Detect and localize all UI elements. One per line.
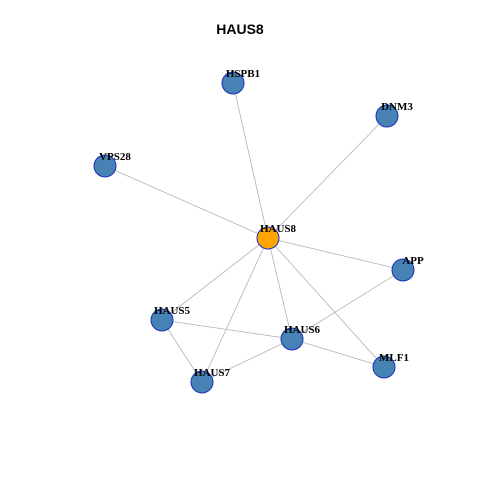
edge-haus8-mlf1 (267, 237, 385, 368)
node-circle[interactable] (280, 327, 304, 351)
node-circle[interactable] (190, 370, 214, 394)
node-haus7[interactable]: HAUS7 (190, 367, 231, 394)
node-circle[interactable] (391, 258, 415, 282)
node-circle[interactable] (150, 308, 174, 332)
edge-haus8-dnm3 (267, 115, 388, 239)
node-label: APP (402, 255, 424, 267)
node-label: VPS28 (99, 151, 131, 163)
node-label: HSPB1 (226, 68, 260, 80)
node-label: HAUS7 (194, 367, 231, 379)
edge-haus8-haus6 (267, 237, 293, 340)
edge-haus6-app (291, 269, 404, 340)
edge-haus5-haus7 (161, 319, 203, 383)
diagram-title: HAUS8 (216, 21, 264, 37)
node-mlf1[interactable]: MLF1 (372, 352, 409, 379)
node-circle[interactable] (372, 355, 396, 379)
node-vps28[interactable]: VPS28 (93, 151, 131, 178)
edge-haus6-mlf1 (291, 338, 385, 368)
edge-haus5-haus6 (161, 319, 293, 340)
node-label: HAUS5 (154, 305, 191, 317)
edge-haus8-vps28 (104, 165, 269, 239)
node-label: DNM3 (381, 101, 413, 113)
node-haus6[interactable]: HAUS6 (280, 324, 321, 351)
edge-haus8-haus5 (161, 237, 269, 321)
node-dnm3[interactable]: DNM3 (375, 101, 413, 128)
node-label: HAUS8 (260, 223, 297, 235)
edge-haus8-app (267, 237, 404, 271)
node-haus8[interactable]: HAUS8 (256, 223, 297, 250)
node-label: MLF1 (379, 352, 409, 364)
node-app[interactable]: APP (391, 255, 424, 282)
edge-haus8-haus7 (201, 237, 269, 383)
edge-haus6-haus7 (201, 338, 293, 383)
node-circle[interactable] (256, 226, 280, 250)
node-haus5[interactable]: HAUS5 (150, 305, 191, 332)
node-circle[interactable] (93, 154, 117, 178)
edges-layer (104, 82, 404, 383)
node-hspb1[interactable]: HSPB1 (221, 68, 260, 95)
node-label: HAUS6 (284, 324, 321, 336)
node-circle[interactable] (221, 71, 245, 95)
node-circle[interactable] (375, 104, 399, 128)
edge-haus8-hspb1 (232, 82, 269, 239)
